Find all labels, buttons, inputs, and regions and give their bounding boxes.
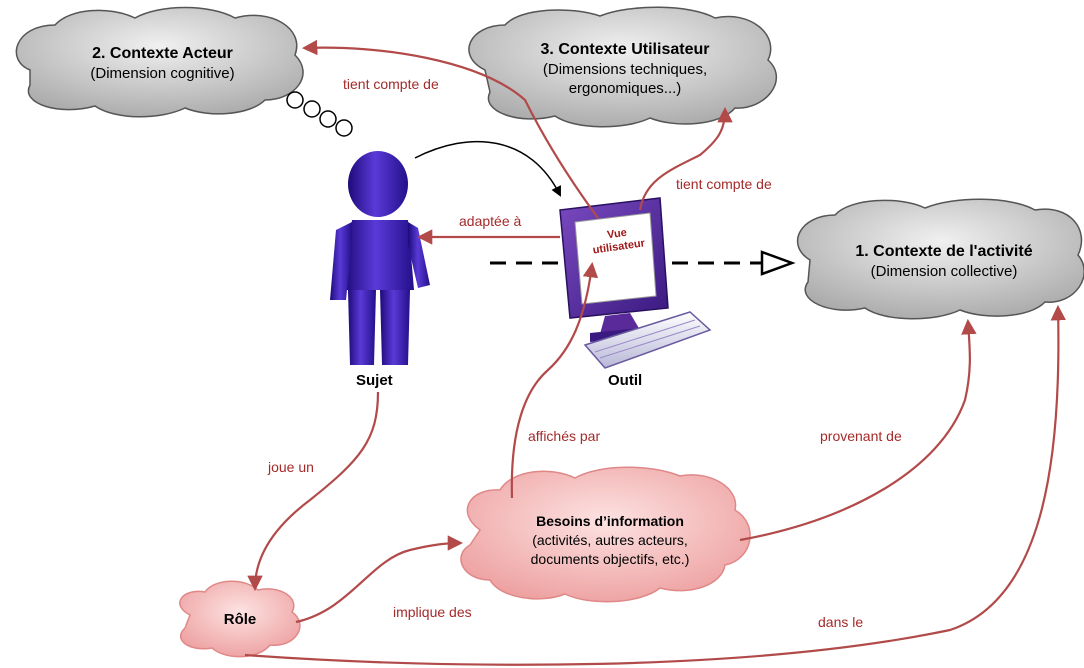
label-affiches-par: affichés par (528, 428, 601, 444)
sujet-figure (330, 151, 430, 365)
contexte-activite-text: 1. Contexte de l'activité (Dimension col… (818, 242, 1070, 281)
label-tient-compte-utilisateur: tient compte de (676, 176, 772, 192)
arrow-implique-des (295, 535, 464, 624)
cloud-contexte-utilisateur (468, 6, 777, 128)
label-joue-un: joue un (268, 459, 314, 475)
contexte-acteur-title: 2. Contexte Acteur (92, 45, 233, 62)
sujet-label: Sujet (356, 372, 393, 389)
cloud-contexte-acteur (15, 6, 304, 118)
cloud-role (179, 580, 301, 658)
contexte-utilisateur-subtitle-1: (Dimensions techniques, (542, 61, 708, 78)
label-tient-compte-acteur: tient compte de (343, 76, 439, 92)
outil-computer (559, 197, 712, 369)
arrow-tient-compte-acteur (301, 39, 599, 219)
contexte-utilisateur-title: 3. Contexte Utilisateur (540, 41, 710, 58)
label-adaptee-a: adaptée à (459, 213, 522, 229)
label-implique-des: implique des (393, 604, 472, 620)
outil-label: Outil (608, 372, 643, 389)
relation-arrows (244, 39, 1066, 666)
thought-bubbles (286, 91, 353, 137)
besoins-line-1: (activités, autres acteurs, (532, 532, 688, 548)
contexte-utilisateur-subtitle-2: ergonomiques...) (568, 80, 682, 97)
arrow-provenant-de (739, 318, 977, 542)
besoins-text: Besoins d’information (activités, autres… (490, 512, 730, 569)
label-dans-le: dans le (818, 614, 864, 630)
besoins-title: Besoins d’information (536, 513, 684, 529)
besoins-line-2: documents objectifs, etc.) (530, 551, 690, 567)
arrow-tient-compte-utilisateur (638, 106, 733, 211)
arrow-sujet-outil (414, 140, 561, 197)
cloud-contexte-activite (797, 198, 1084, 320)
arrow-joue-un (247, 391, 380, 592)
label-provenant-de: provenant de (820, 428, 902, 444)
contexte-activite-subtitle: (Dimension collective) (870, 263, 1018, 280)
contexte-acteur-text: 2. Contexte Acteur (Dimension cognitive) (40, 44, 285, 83)
arrow-dans-le (244, 304, 1066, 666)
cloud-besoins (460, 466, 751, 603)
role-label: Rôle (223, 611, 257, 628)
contexte-acteur-subtitle: (Dimension cognitive) (90, 65, 235, 82)
arrow-affiches-par (510, 261, 599, 499)
contexte-utilisateur-text: 3. Contexte Utilisateur (Dimensions tech… (490, 40, 760, 98)
contexte-activite-title: 1. Contexte de l'activité (855, 243, 1033, 260)
